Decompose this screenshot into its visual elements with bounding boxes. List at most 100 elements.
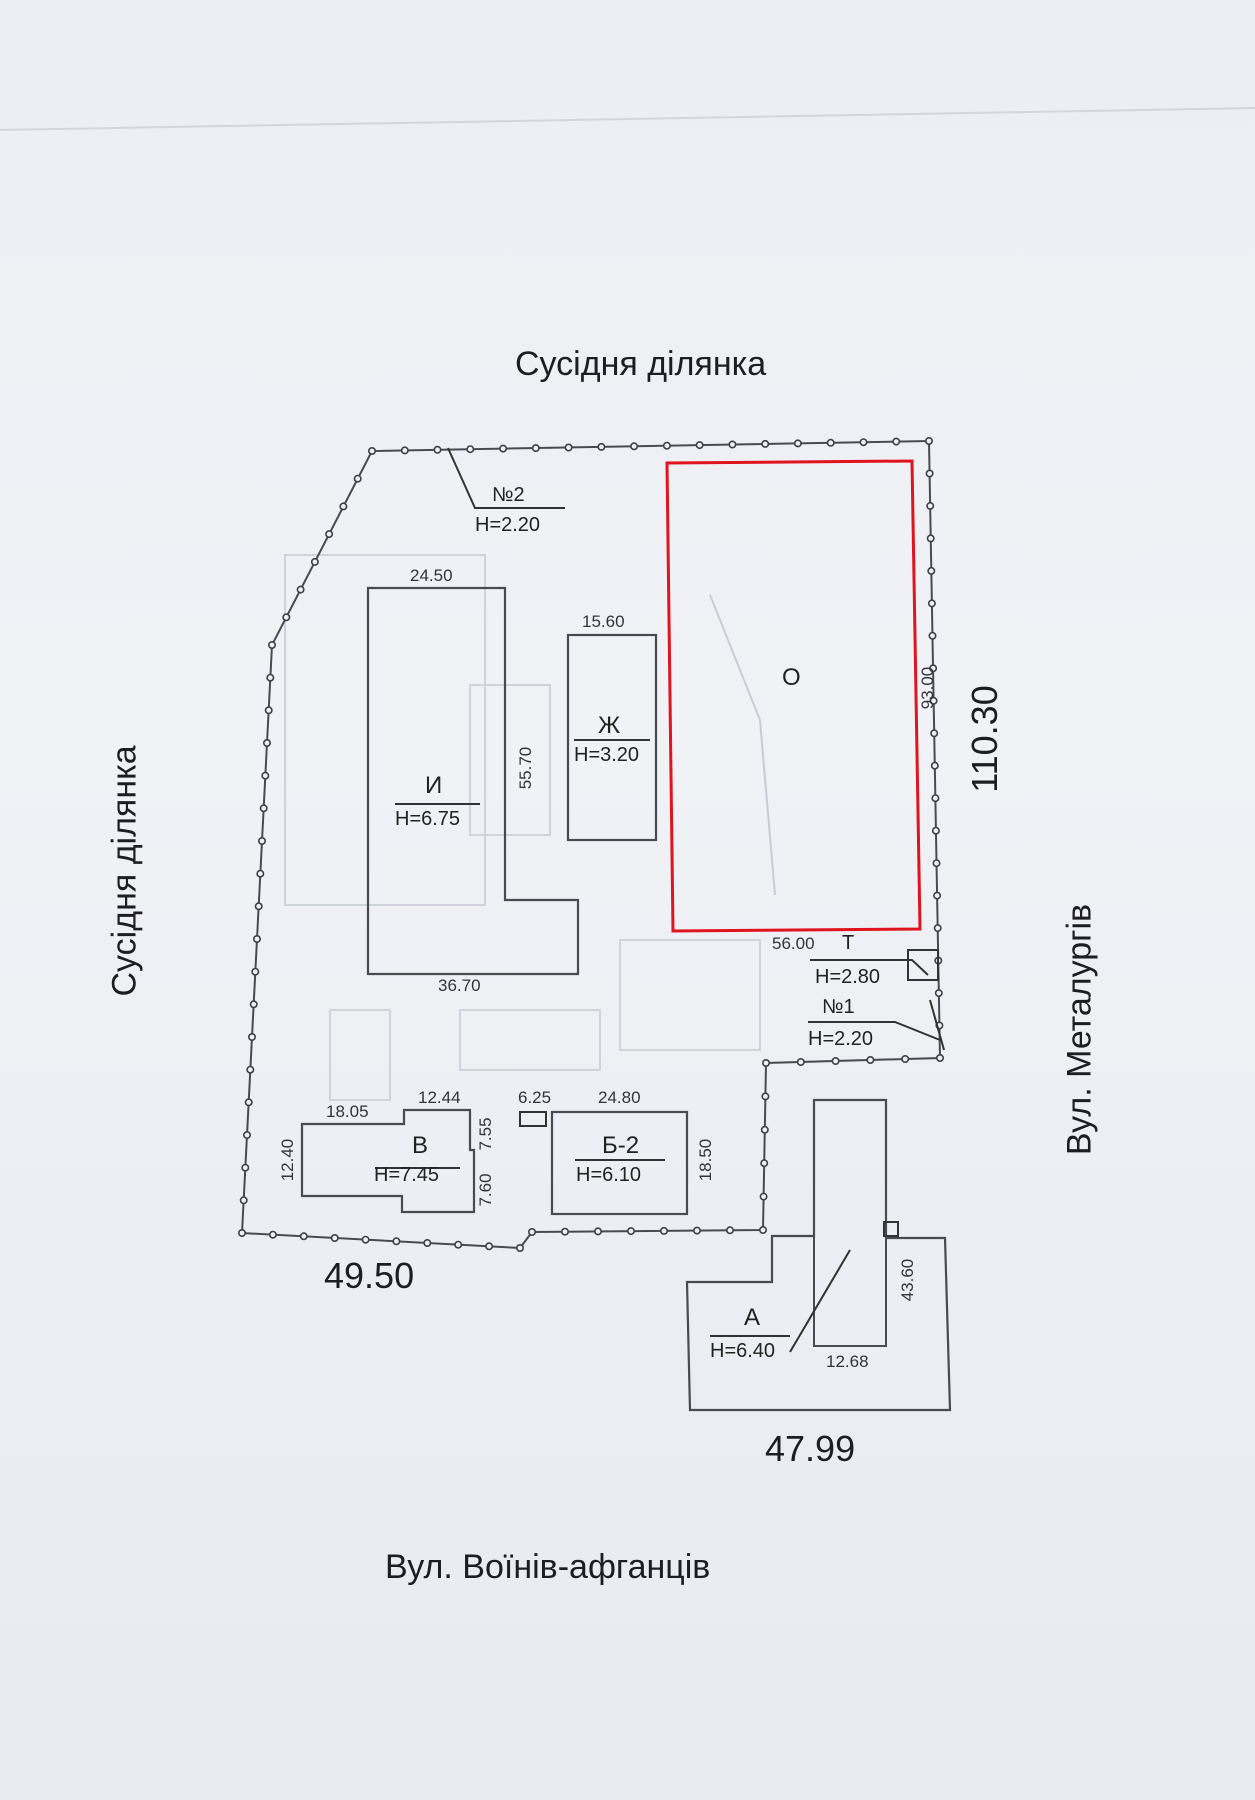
building-a-wing xyxy=(813,1099,887,1347)
structure-t-outline xyxy=(907,949,939,981)
building-zh-height: H=3.20 xyxy=(574,744,640,766)
boundary-marker-dot xyxy=(934,989,943,998)
total-bottom-left: 49.50 xyxy=(324,1255,415,1296)
boundary-marker-dot xyxy=(626,1227,635,1236)
boundary-marker-dot xyxy=(927,599,936,608)
boundary-marker-dot xyxy=(926,501,935,510)
boundary-marker-dot xyxy=(933,924,942,933)
building-a-annex xyxy=(883,1221,899,1237)
boundary-marker-dot xyxy=(330,1234,339,1243)
boundary-marker-dot xyxy=(454,1240,463,1249)
boundary-marker-dot xyxy=(485,1242,494,1251)
boundary-marker-dot xyxy=(796,1058,805,1067)
boundary-marker-dot xyxy=(931,826,940,835)
building-zh-dim-top: 15.60 xyxy=(582,612,625,631)
boundary-marker-dot xyxy=(246,1065,255,1074)
boundary-marker-dot xyxy=(241,1163,250,1172)
boundary-marker-dot xyxy=(466,445,475,454)
building-b2-annex xyxy=(519,1111,547,1127)
boundary-marker-dot xyxy=(859,438,868,447)
boundary-marker-dot xyxy=(282,613,291,622)
boundary-marker-dot xyxy=(758,1226,767,1235)
boundary-marker-dot xyxy=(267,640,276,649)
boundary-marker-dot xyxy=(531,444,540,453)
building-zh-outline xyxy=(566,633,658,842)
building-i-dim-top: 24.50 xyxy=(410,566,453,585)
boundary-marker-dot xyxy=(929,696,938,705)
boundary-marker-dot xyxy=(296,585,305,594)
structure-n2-name: №2 xyxy=(492,484,525,506)
boundary-marker-dot xyxy=(831,1057,840,1066)
boundary-marker-dot xyxy=(935,1054,944,1063)
structure-t-name: Т xyxy=(842,932,855,954)
structure-n1-height: H=2.20 xyxy=(808,1028,874,1050)
boundary-marker-dot xyxy=(433,445,442,454)
total-bottom-right: 47.99 xyxy=(765,1428,856,1469)
boundary-marker-dot xyxy=(299,1232,308,1241)
boundary-marker-dot xyxy=(353,474,362,483)
boundary-marker-dot xyxy=(630,442,639,451)
building-i-dim-side: 55.70 xyxy=(516,746,535,790)
boundary-marker-dot xyxy=(728,440,737,449)
boundary-marker-dot xyxy=(927,566,936,575)
boundary-marker-dot xyxy=(259,804,268,813)
boundary-marker-dot xyxy=(257,836,266,845)
boundary-marker-dot xyxy=(760,1159,769,1168)
building-v-dim-top2: 12.44 xyxy=(418,1088,461,1107)
boundary-marker-dot xyxy=(564,443,573,452)
building-i-dim-bottom: 36.70 xyxy=(438,976,481,995)
boundary-marker-dot xyxy=(925,469,934,478)
building-a-diagonal xyxy=(789,1249,851,1353)
structure-n2-height: H=2.20 xyxy=(475,514,541,536)
boundary-marker-dot xyxy=(325,530,334,539)
boundary-marker-dot xyxy=(262,738,271,747)
building-v-dim-side1: 7.55 xyxy=(476,1117,495,1151)
boundary-marker-dot xyxy=(662,441,671,450)
boundary-marker-dot xyxy=(253,934,262,943)
boundary-marker-dot xyxy=(339,502,348,511)
boundary-marker-dot xyxy=(725,1226,734,1235)
boundary-marker-dot xyxy=(930,729,939,738)
boundary-marker-dot xyxy=(793,439,802,448)
boundary-marker-dot xyxy=(268,1230,277,1239)
boundary-marker-dot xyxy=(597,442,606,451)
building-b2-outline xyxy=(550,1110,689,1216)
building-v-dim-side2: 7.60 xyxy=(476,1173,495,1207)
boundary-marker-dot xyxy=(560,1227,569,1236)
boundary-marker-dot xyxy=(239,1196,248,1205)
boundary-marker-dot xyxy=(761,439,770,448)
boundary-marker-dot xyxy=(933,891,942,900)
boundary-marker-dot xyxy=(926,534,935,543)
boundary-marker-dot xyxy=(515,1244,524,1253)
boundary-marker-dot xyxy=(367,446,376,455)
building-a-height: H=6.40 xyxy=(710,1340,776,1362)
boundary-marker-dot xyxy=(866,1056,875,1065)
site-boundary xyxy=(240,439,942,1250)
boundary-marker-dot xyxy=(527,1228,536,1237)
boundary-marker-dot xyxy=(924,436,933,445)
structure-n1-leader xyxy=(808,1021,941,1041)
paper-fold-line xyxy=(0,107,1255,131)
building-v-outline xyxy=(300,1108,476,1214)
boundary-marker-dot xyxy=(901,1055,910,1064)
boundary-marker-dot xyxy=(931,794,940,803)
boundary-marker-dot xyxy=(593,1227,602,1236)
boundary-marker-dot xyxy=(659,1226,668,1235)
ghost-bleedthrough xyxy=(284,554,761,1101)
boundary-marker-dot xyxy=(692,1226,701,1235)
building-b2-name: Б-2 xyxy=(602,1132,640,1159)
building-b2-dim-top1: 6.25 xyxy=(518,1088,552,1107)
boundary-marker-dot xyxy=(243,1131,252,1140)
building-i-outline xyxy=(366,586,580,976)
boundary-marker-dot xyxy=(760,1125,769,1134)
boundary-marker-dot xyxy=(761,1092,770,1101)
boundary-marker-dot xyxy=(695,441,704,450)
structure-t-height: H=2.80 xyxy=(815,966,881,988)
building-b2-height: H=6.10 xyxy=(576,1164,642,1186)
building-o-dim-side: 93.00 xyxy=(918,666,937,710)
boundary-marker-dot xyxy=(892,437,901,446)
building-a-name: А xyxy=(744,1304,761,1331)
street-bottom-label: Вул. Воїнів-афганців xyxy=(385,1548,711,1586)
boundary-marker-dot xyxy=(392,1237,401,1246)
street-right-label: Вул. Металургів xyxy=(1060,903,1099,1156)
